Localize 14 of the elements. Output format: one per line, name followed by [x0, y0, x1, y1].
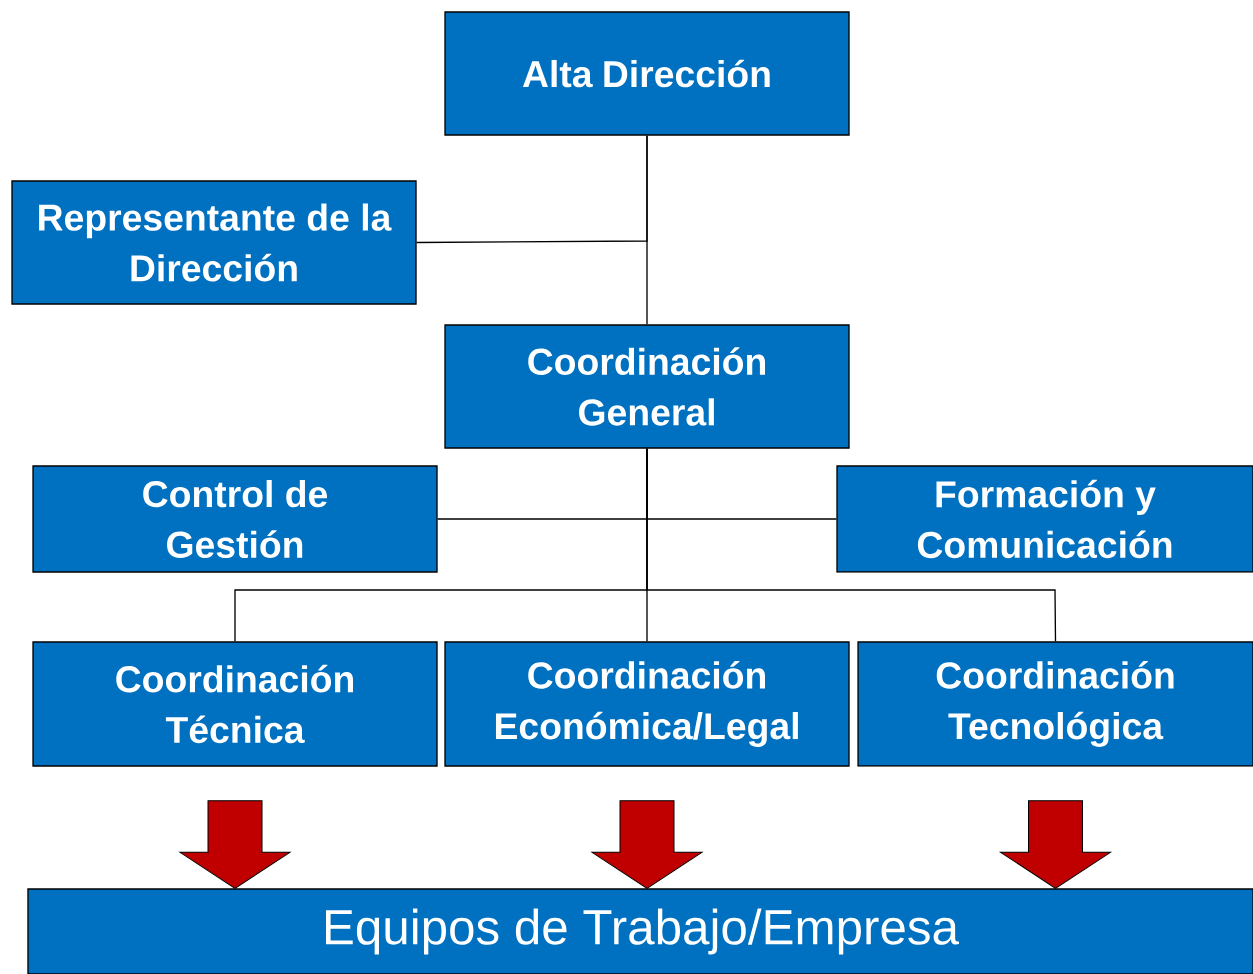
org-box: Control de Gestión — [32, 465, 438, 573]
org-box: Formación y Comunicación — [836, 465, 1253, 573]
org-box: Coordinación Económica/Legal — [444, 641, 850, 767]
banner-box: Equipos de Trabajo/Empresa — [27, 888, 1253, 974]
block-arrow — [1000, 800, 1111, 889]
org-box: Coordinación General — [444, 324, 850, 449]
org-box: Alta Dirección — [444, 11, 850, 136]
org-box: Coordinación Técnica — [32, 641, 438, 767]
org-box: Coordinación Tecnológica — [857, 641, 1253, 767]
org-box: Representante de la Dirección — [11, 180, 417, 305]
connector-line — [646, 447, 1057, 642]
connector-line — [416, 134, 648, 244]
block-arrow — [179, 800, 291, 889]
block-arrow — [591, 800, 703, 889]
